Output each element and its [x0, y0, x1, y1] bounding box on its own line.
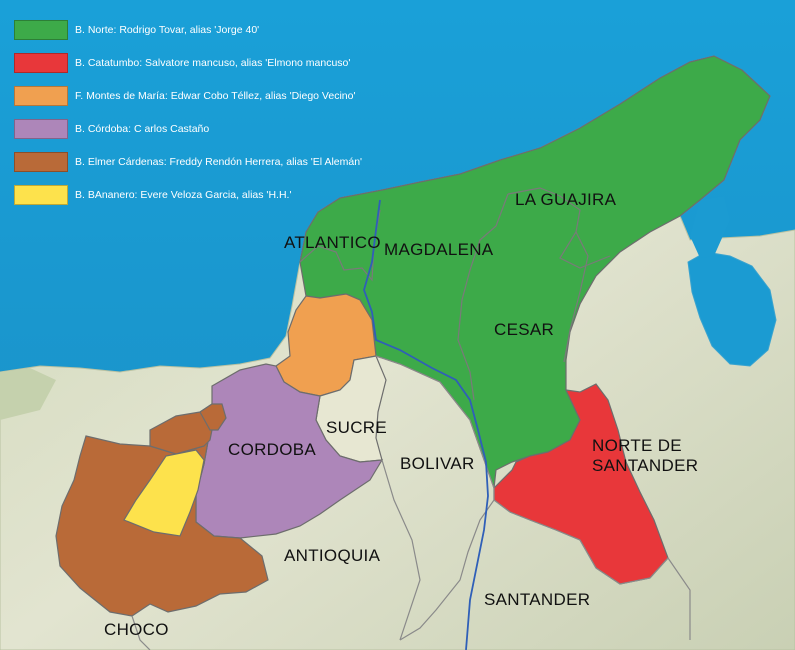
label-bolivar: BOLIVAR: [400, 454, 475, 473]
legend-item-bloque-norte: B. Norte: Rodrigo Tovar, alias 'Jorge 40…: [14, 18, 259, 42]
region-bananero: [123, 449, 205, 537]
gulf-channel: [690, 196, 730, 258]
border-cesar-east: [563, 231, 589, 363]
lake-maracaibo: [687, 251, 777, 367]
legend-swatch: [14, 53, 68, 73]
legend-swatch: [14, 20, 68, 40]
label-norte-de-santander-line1: NORTE DE: [592, 436, 682, 455]
legend-label: B. Norte: Rodrigo Tovar, alias 'Jorge 40…: [75, 24, 260, 36]
border-choco: [131, 615, 151, 650]
legend-label: B. Catatumbo: Salvatore mancuso, alias '…: [75, 57, 351, 69]
legend-swatch: [14, 119, 68, 139]
label-norte-de-santander-line2: SANTANDER: [592, 456, 699, 475]
legend-swatch: [14, 152, 68, 172]
legend-swatch: [14, 185, 68, 205]
border-antioquia: [381, 459, 421, 641]
legend-label: F. Montes de María: Edwar Cobo Téllez, a…: [75, 90, 356, 102]
legend-label: B. Córdoba: C arlos Castaño: [75, 123, 210, 135]
label-sucre: SUCRE: [326, 418, 388, 437]
legend-item-catatumbo: B. Catatumbo: Salvatore mancuso, alias '…: [14, 51, 350, 75]
legend-item-elmer-cardenas: B. Elmer Cárdenas: Freddy Rendón Herrera…: [14, 150, 362, 174]
border-santander: [493, 499, 691, 640]
region-elmer-cardenas-n2: [199, 403, 227, 431]
label-atlantico: ATLANTICO: [284, 233, 381, 252]
border-magdalena-cesar: [457, 193, 509, 401]
border-guajira: [507, 187, 611, 269]
label-cordoba: CORDOBA: [228, 440, 317, 459]
label-la-guajira: LA GUAJIRA: [515, 190, 617, 209]
legend-swatch: [14, 86, 68, 106]
label-cesar: CESAR: [494, 320, 555, 339]
legend-label: B. Elmer Cárdenas: Freddy Rendón Herrera…: [75, 156, 363, 168]
label-magdalena: MAGDALENA: [384, 240, 494, 259]
legend-label: B. BAnanero: Evere Veloza Garcia, alias …: [75, 189, 292, 201]
label-choco: CHOCO: [104, 620, 169, 639]
west-land: [0, 368, 56, 420]
legend-item-bananero: B. BAnanero: Evere Veloza Garcia, alias …: [14, 183, 291, 207]
label-santander: SANTANDER: [484, 590, 591, 609]
magdalena-river: [363, 199, 489, 650]
legend-item-cordoba: B. Córdoba: C arlos Castaño: [14, 117, 209, 141]
label-antioquia: ANTIOQUIA: [284, 546, 381, 565]
legend-item-montes-de-maria: F. Montes de María: Edwar Cobo Téllez, a…: [14, 84, 355, 108]
